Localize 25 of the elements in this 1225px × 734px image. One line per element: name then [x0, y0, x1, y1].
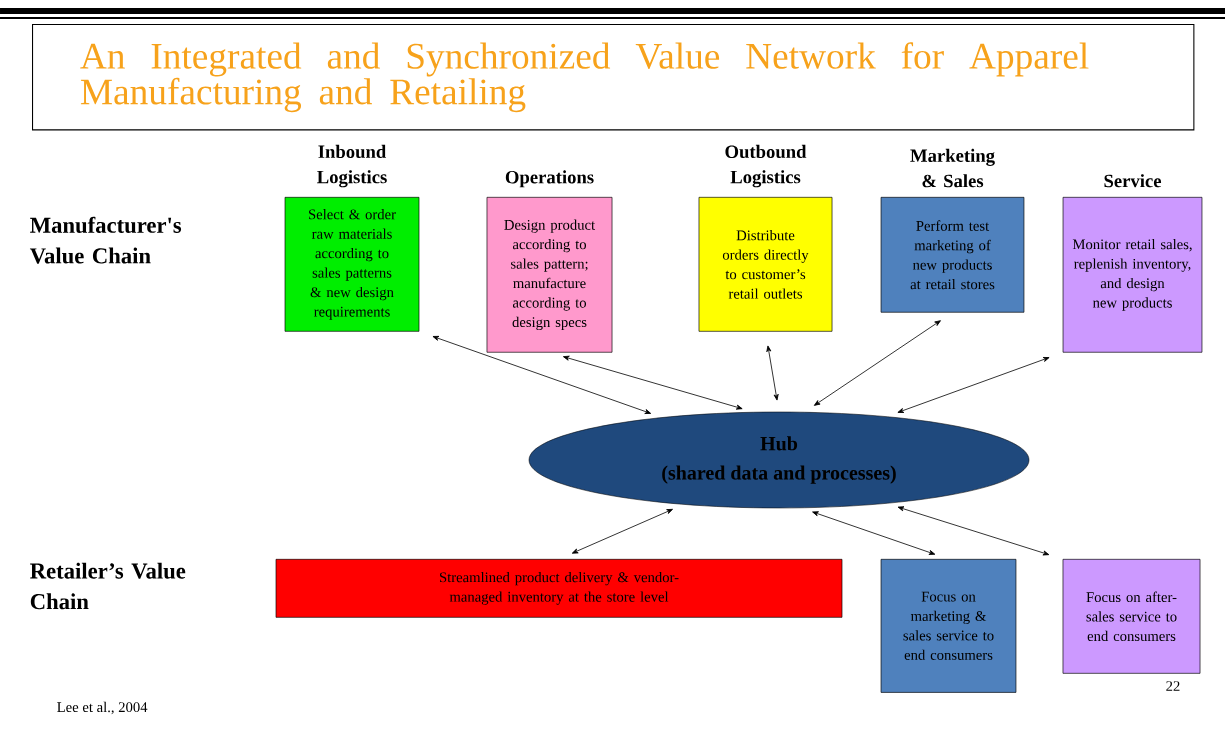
row-label: Manufacturer's Value Chain: [29, 216, 182, 264]
title-box: An Integrated and Synchronized Value Network for Apparel Manufacturing and Retailing: [32, 24, 1195, 131]
column-heading: Inbound Logistics: [317, 144, 387, 188]
double-arrow: [571, 508, 673, 554]
process-box: Perform test marketing of new products at retail stores: [880, 197, 1025, 313]
double-arrow: [563, 355, 743, 410]
double-arrow: [766, 345, 779, 401]
row-label: Retailer’s Value Chain: [30, 562, 186, 610]
column-heading: Marketing & Sales: [910, 148, 995, 188]
citation: Lee et al., 2004: [57, 701, 148, 715]
column-heading: Outbound Logistics: [725, 144, 807, 188]
double-arrow: [813, 320, 941, 406]
double-arrow: [812, 511, 936, 555]
column-heading: Operations: [505, 170, 594, 188]
double-arrow: [432, 335, 652, 414]
process-box: Focus on marketing & sales service to end consumers: [880, 559, 1017, 693]
process-box: Focus on after-sales service to end consumers: [1062, 559, 1201, 674]
column-heading: Service: [1104, 174, 1162, 188]
process-box: Design product according to sales pattern; manufacture according to design specs: [486, 197, 613, 353]
process-box: Monitor retail sales, replenish inventory, and design new products: [1062, 197, 1203, 353]
process-box: Distribute orders directly to customer’s retail outlets: [698, 197, 833, 332]
process-box: Select & order raw materials according to sales patterns & new design requirements: [284, 197, 420, 332]
process-box: Streamlined product delivery & vendor-managed inventory at the store level: [275, 559, 843, 618]
double-arrow: [897, 357, 1050, 413]
double-arrow: [897, 506, 1050, 556]
